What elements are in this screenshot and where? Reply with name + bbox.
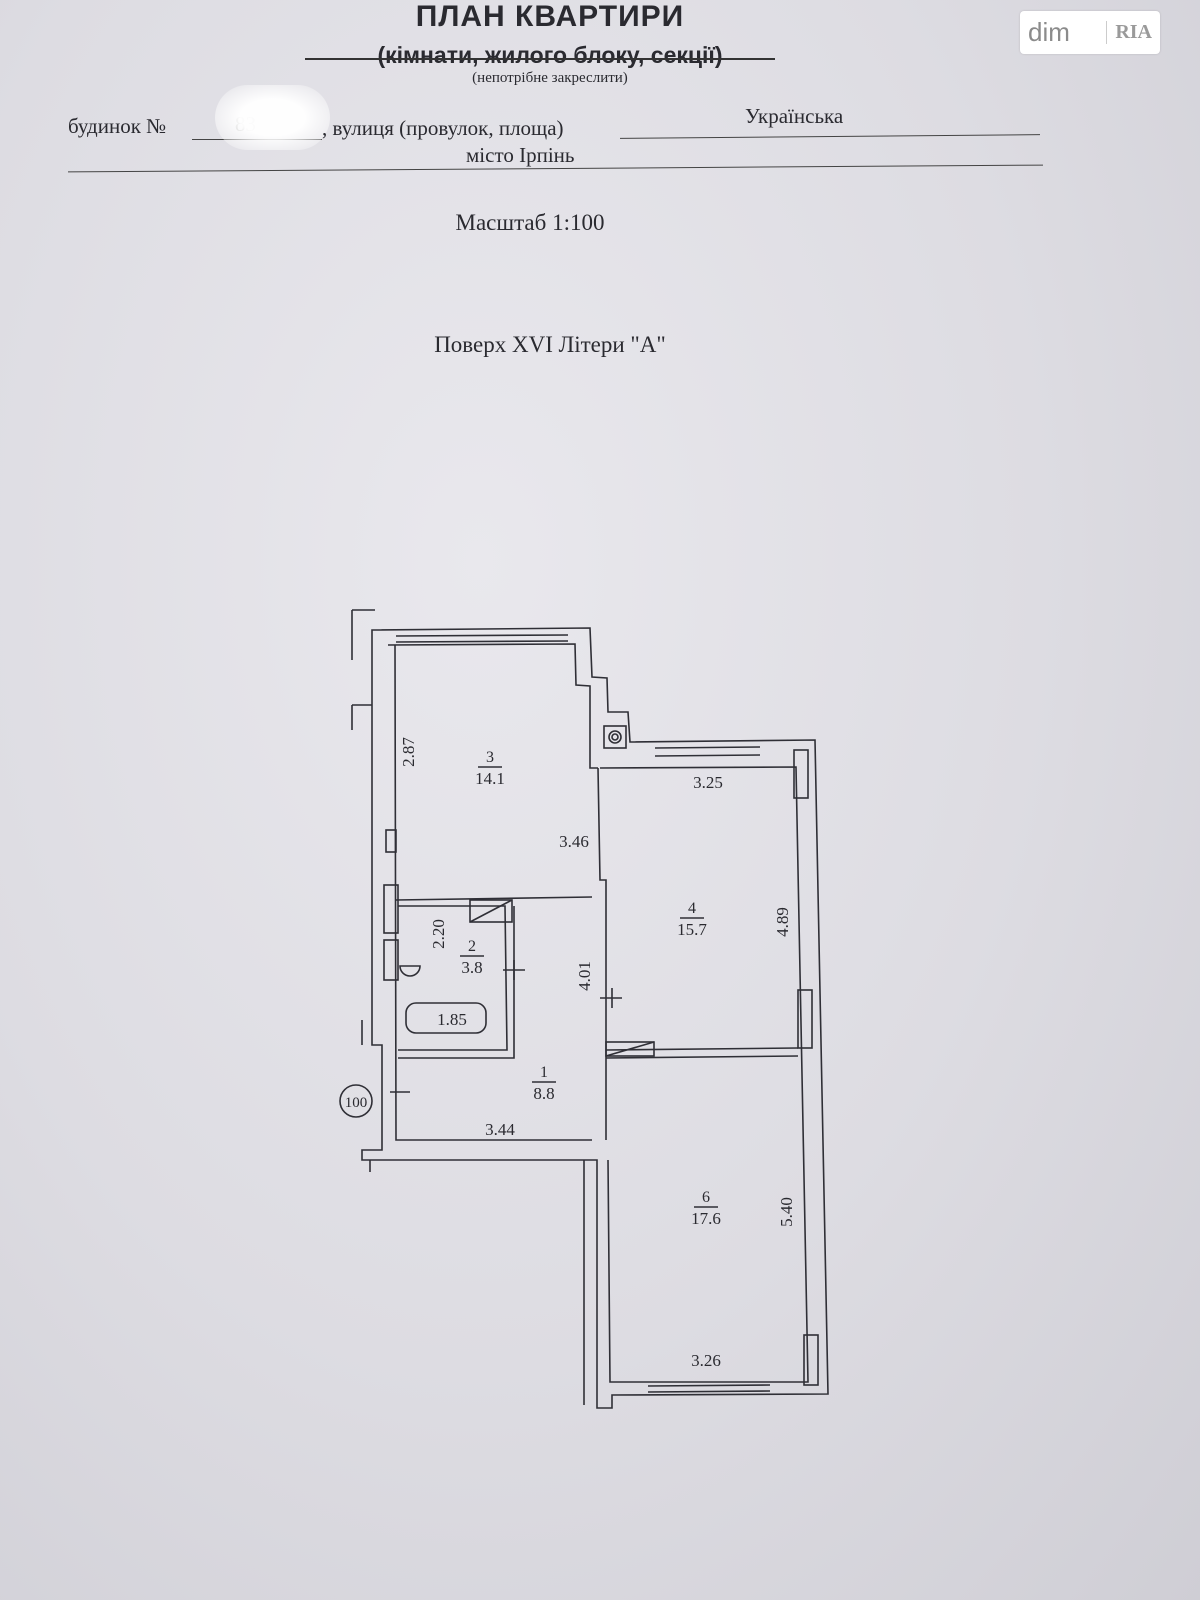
- scale-label: Масштаб 1:100: [455, 210, 605, 235]
- dim-2-87: 2.87: [399, 737, 418, 767]
- street-label: , вулиця (провулок, площа): [322, 116, 564, 140]
- dim-3-25: 3.25: [693, 773, 723, 792]
- dimria-logo: dim RIA: [1020, 11, 1160, 54]
- room-1-area: 8.8: [533, 1084, 554, 1103]
- room-3-area: 14.1: [475, 769, 505, 788]
- room-2-area: 3.8: [461, 958, 482, 977]
- room-1-number: 1: [540, 1064, 548, 1081]
- logo-ria-text: RIA: [1106, 21, 1152, 44]
- house-label: будинок №: [68, 114, 167, 138]
- room-4-number: 4: [688, 900, 696, 917]
- dim-3-44: 3.44: [485, 1120, 515, 1139]
- document-subtitle: (кімнати, жилого блоку, секції): [377, 42, 723, 68]
- city-name: місто Ірпінь: [466, 143, 575, 167]
- plan-marker: 100: [345, 1095, 368, 1111]
- redaction-blur: [215, 85, 330, 150]
- strike-note: (непотрібне закреслити): [472, 70, 628, 86]
- dim-2-20: 2.20: [429, 919, 448, 949]
- dim-4-89: 4.89: [773, 907, 792, 937]
- room-6-number: 6: [702, 1189, 710, 1206]
- strike-line: [305, 58, 775, 60]
- dim-1-85: 1.85: [437, 1010, 467, 1029]
- room-2-number: 2: [468, 938, 476, 955]
- floor-label: Поверх XVI Літери "А": [434, 332, 666, 357]
- dim-4-01: 4.01: [575, 961, 594, 991]
- dim-3-46: 3.46: [559, 832, 589, 851]
- document-title: ПЛАН КВАРТИРИ: [415, 0, 685, 33]
- dim-3-26: 3.26: [691, 1351, 721, 1370]
- room-6-area: 17.6: [691, 1209, 721, 1228]
- logo-dim-text: dim: [1028, 17, 1070, 47]
- room-4-area: 15.7: [677, 920, 707, 939]
- room-3-number: 3: [486, 749, 494, 766]
- dim-5-40: 5.40: [777, 1197, 796, 1227]
- street-name: Українська: [745, 104, 844, 128]
